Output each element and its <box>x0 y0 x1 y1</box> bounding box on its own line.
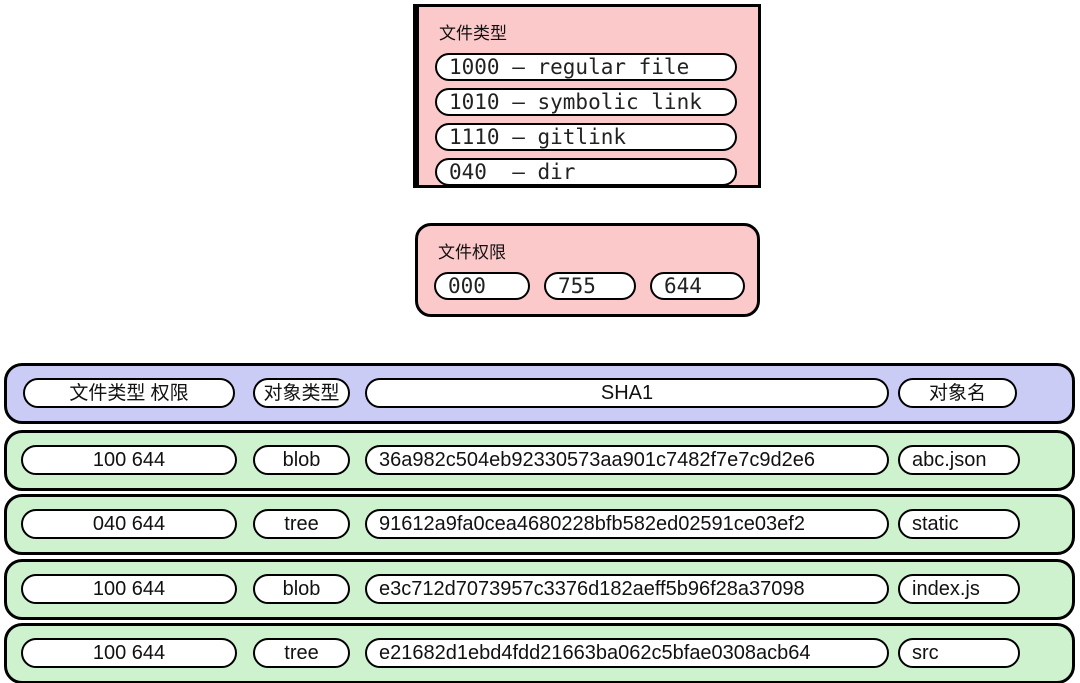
header-cell-object-type: 对象类型 <box>253 378 350 408</box>
file-type-box-title: 文件类型 <box>439 24 507 43</box>
entry-sha1: e21682d1ebd4fdd21663ba062c5bfae0308acb64 <box>365 638 889 668</box>
file-type-item-dir: 040 – dir <box>435 158 737 186</box>
entry-object-name: index.js <box>898 574 1020 604</box>
permission-item-755: 755 <box>544 272 636 300</box>
file-type-item-gitlink: 1110 – gitlink <box>435 123 737 151</box>
file-permission-pill-row: 000 755 644 <box>434 272 757 300</box>
entry-object-name: abc.json <box>898 445 1020 475</box>
tree-entry-row: 100 644 tree e21682d1ebd4fdd21663ba062c5… <box>4 623 1075 683</box>
permission-item-644: 644 <box>650 272 745 300</box>
entry-object-name: src <box>898 638 1020 668</box>
header-cell-sha1: SHA1 <box>365 378 889 408</box>
header-cell-filetype-permission: 文件类型 权限 <box>23 378 235 408</box>
entry-sha1: 36a982c504eb92330573aa901c7482f7e7c9d2e6 <box>365 445 889 475</box>
entry-object-type: tree <box>253 638 350 668</box>
file-permission-box: 文件权限 000 755 644 <box>415 223 760 317</box>
tree-entry-row: 100 644 blob e3c712d7073957c3376d182aeff… <box>4 559 1075 620</box>
file-type-box: 文件类型 1000 – regular file 1010 – symbolic… <box>413 4 761 188</box>
entry-object-type: blob <box>253 445 350 475</box>
permission-item-000: 000 <box>434 272 530 300</box>
entry-object-name: static <box>898 509 1020 539</box>
file-type-item-symbolic-link: 1010 – symbolic link <box>435 88 737 116</box>
entry-object-type: tree <box>253 509 350 539</box>
entry-object-type: blob <box>253 574 350 604</box>
entry-mode: 100 644 <box>21 445 237 475</box>
tree-entry-row: 040 644 tree 91612a9fa0cea4680228bfb582e… <box>4 494 1075 555</box>
entry-mode: 040 644 <box>21 509 237 539</box>
tree-header-row: 文件类型 权限 对象类型 SHA1 对象名 <box>4 363 1075 424</box>
file-type-item-regular-file: 1000 – regular file <box>435 53 737 81</box>
entry-sha1: e3c712d7073957c3376d182aeff5b96f28a37098 <box>365 574 889 604</box>
header-cell-object-name: 对象名 <box>898 378 1017 408</box>
entry-sha1: 91612a9fa0cea4680228bfb582ed02591ce03ef2 <box>365 509 889 539</box>
entry-mode: 100 644 <box>21 574 237 604</box>
entry-mode: 100 644 <box>21 638 237 668</box>
tree-entry-row: 100 644 blob 36a982c504eb92330573aa901c7… <box>4 430 1075 491</box>
file-permission-box-title: 文件权限 <box>438 243 506 262</box>
